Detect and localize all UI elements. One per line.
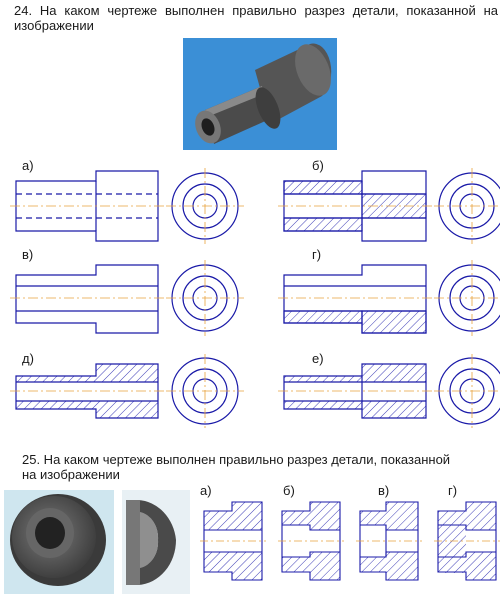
option-g-label: г) xyxy=(312,247,322,262)
q25-drawing-b xyxy=(278,501,344,581)
drawing-a xyxy=(10,168,244,244)
option-d-label: д) xyxy=(22,351,34,366)
drawing-e xyxy=(278,354,500,428)
option-b-label: б) xyxy=(312,158,324,173)
q25-option-v-label: в) xyxy=(378,483,390,498)
option-e-label: е) xyxy=(312,351,324,366)
q25-option-b-label: б) xyxy=(283,483,295,498)
q25-option-a-label: а) xyxy=(200,483,212,498)
part-3d-ring xyxy=(4,490,114,594)
q25-drawing-v xyxy=(356,501,422,581)
q25-drawing-g xyxy=(434,501,500,581)
drawing-v xyxy=(10,260,244,336)
question-24-text: 24. На каком чертеже выполнен правильно … xyxy=(14,3,498,33)
drawing-d xyxy=(10,354,244,428)
q25-option-g-label: г) xyxy=(448,483,458,498)
question-25-text: 25. На каком чертеже выполнен правильно … xyxy=(22,452,451,482)
option-a-label: а) xyxy=(22,158,34,173)
part-3d-stepped-bushing xyxy=(183,38,337,150)
part-3d-ring-cutaway xyxy=(122,490,190,594)
drawing-g xyxy=(278,260,500,336)
drawing-b xyxy=(278,168,500,244)
q25-drawing-a xyxy=(200,501,266,581)
option-v-label: в) xyxy=(22,247,34,262)
